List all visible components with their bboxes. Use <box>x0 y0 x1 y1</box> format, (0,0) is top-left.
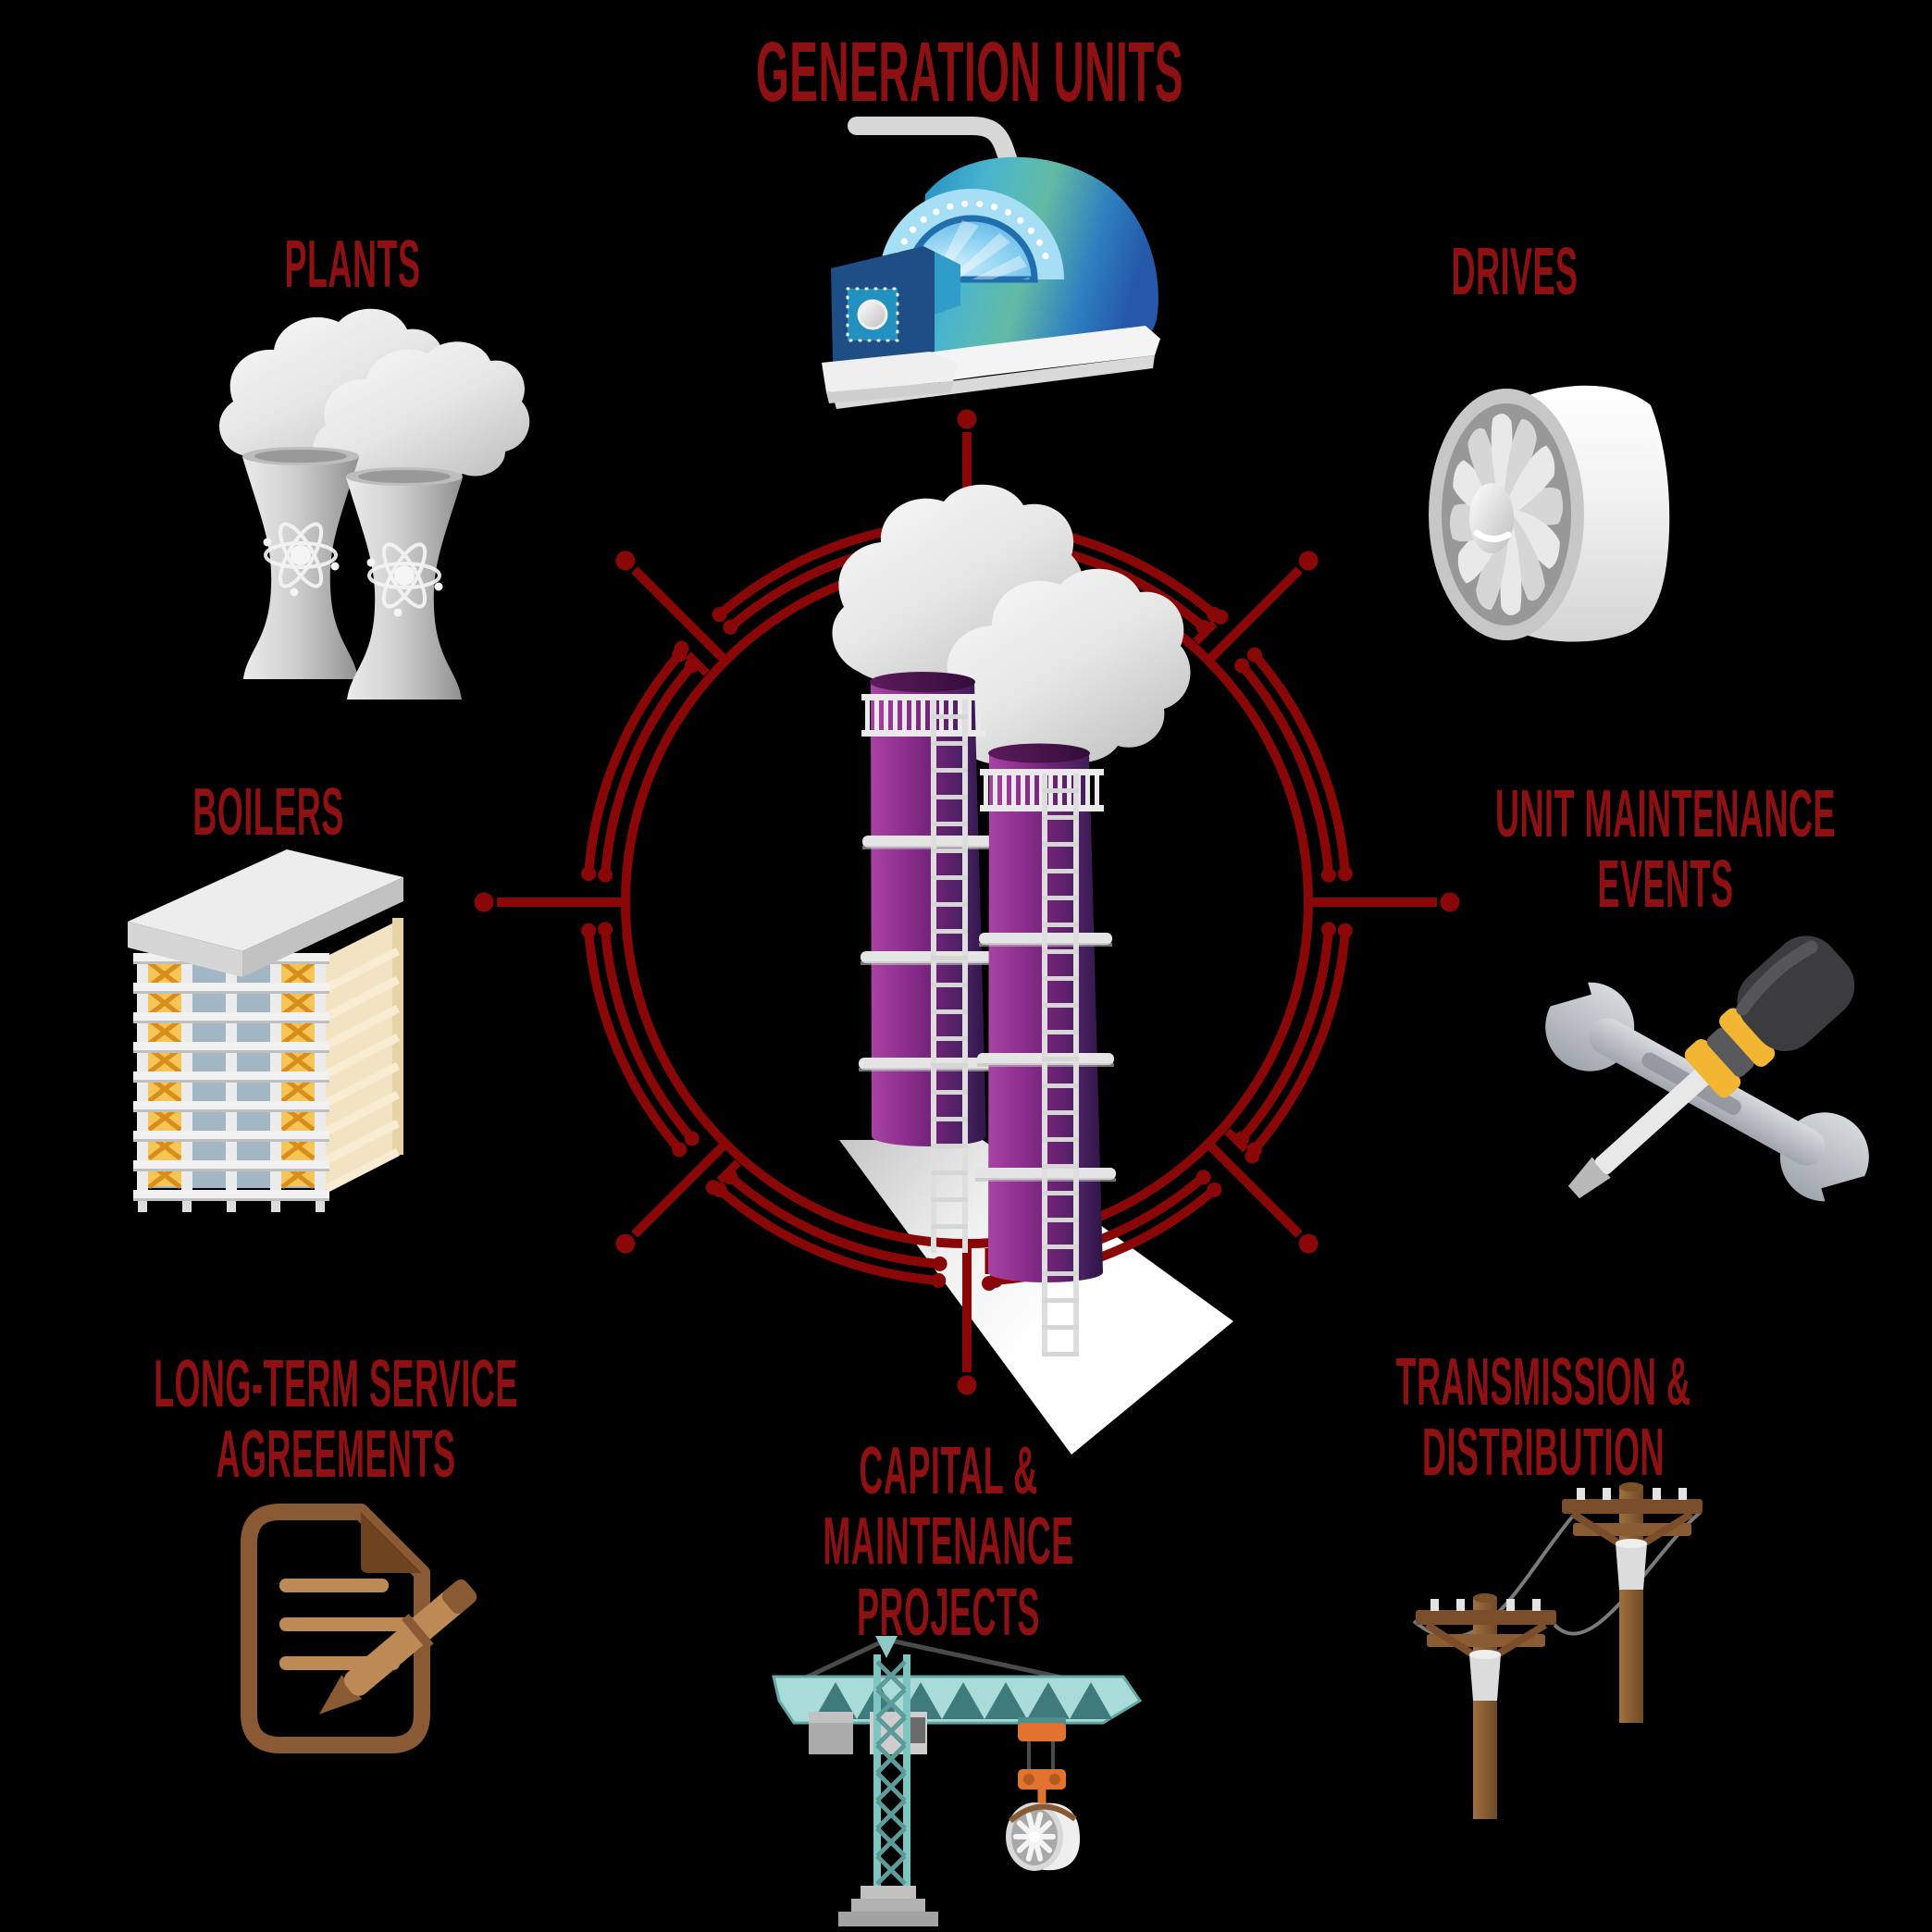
label-generation-units: GENERATION UNITS <box>756 25 1184 119</box>
label-line: AGREEMENTS <box>216 1418 456 1492</box>
smokestacks-icon <box>832 484 1191 1356</box>
jet-engine-icon <box>1429 385 1670 642</box>
label-line: LONG-TERM SERVICE <box>154 1347 518 1421</box>
power-poles-icon <box>1412 1482 1703 1819</box>
label-line: DRIVES <box>1451 235 1579 309</box>
boiler-building-icon <box>128 849 403 1212</box>
label-line: MAINTENANCE <box>823 1505 1074 1579</box>
turbine-generator-icon <box>822 117 1160 409</box>
label-unit-maintenance-events: UNIT MAINTENANCE EVENTS <box>1457 779 1874 921</box>
tower-crane-icon <box>772 1636 1143 1926</box>
label-line: DISTRIBUTION <box>1422 1416 1665 1491</box>
label-line: TRANSMISSION & <box>1395 1345 1691 1419</box>
label-transmission-distribution: TRANSMISSION & DISTRIBUTION <box>1335 1347 1752 1489</box>
road-shadow <box>839 1140 1233 1455</box>
label-line: PLANTS <box>284 228 421 302</box>
cooling-towers-icon <box>219 308 530 700</box>
label-plants: PLANTS <box>144 228 561 302</box>
label-line: PROJECTS <box>856 1575 1041 1650</box>
label-boilers: BOILERS <box>60 777 477 848</box>
label-drives: DRIVES <box>1307 235 1723 309</box>
wrench-screwdriver-icon <box>1537 935 1876 1228</box>
label-line: EVENTS <box>1597 848 1734 923</box>
label-capital-maintenance-projects: CAPITAL & MAINTENANCE PROJECTS <box>740 1436 1157 1648</box>
contract-pen-icon <box>241 1504 477 1753</box>
label-line: GENERATION UNITS <box>756 25 1184 119</box>
label-line: CAPITAL & <box>859 1434 1038 1508</box>
label-long-term-service-agreements: LONG-TERM SERVICE AGREEMENTS <box>128 1349 544 1491</box>
label-line: UNIT MAINTENANCE <box>1495 777 1836 851</box>
label-line: BOILERS <box>192 775 344 849</box>
